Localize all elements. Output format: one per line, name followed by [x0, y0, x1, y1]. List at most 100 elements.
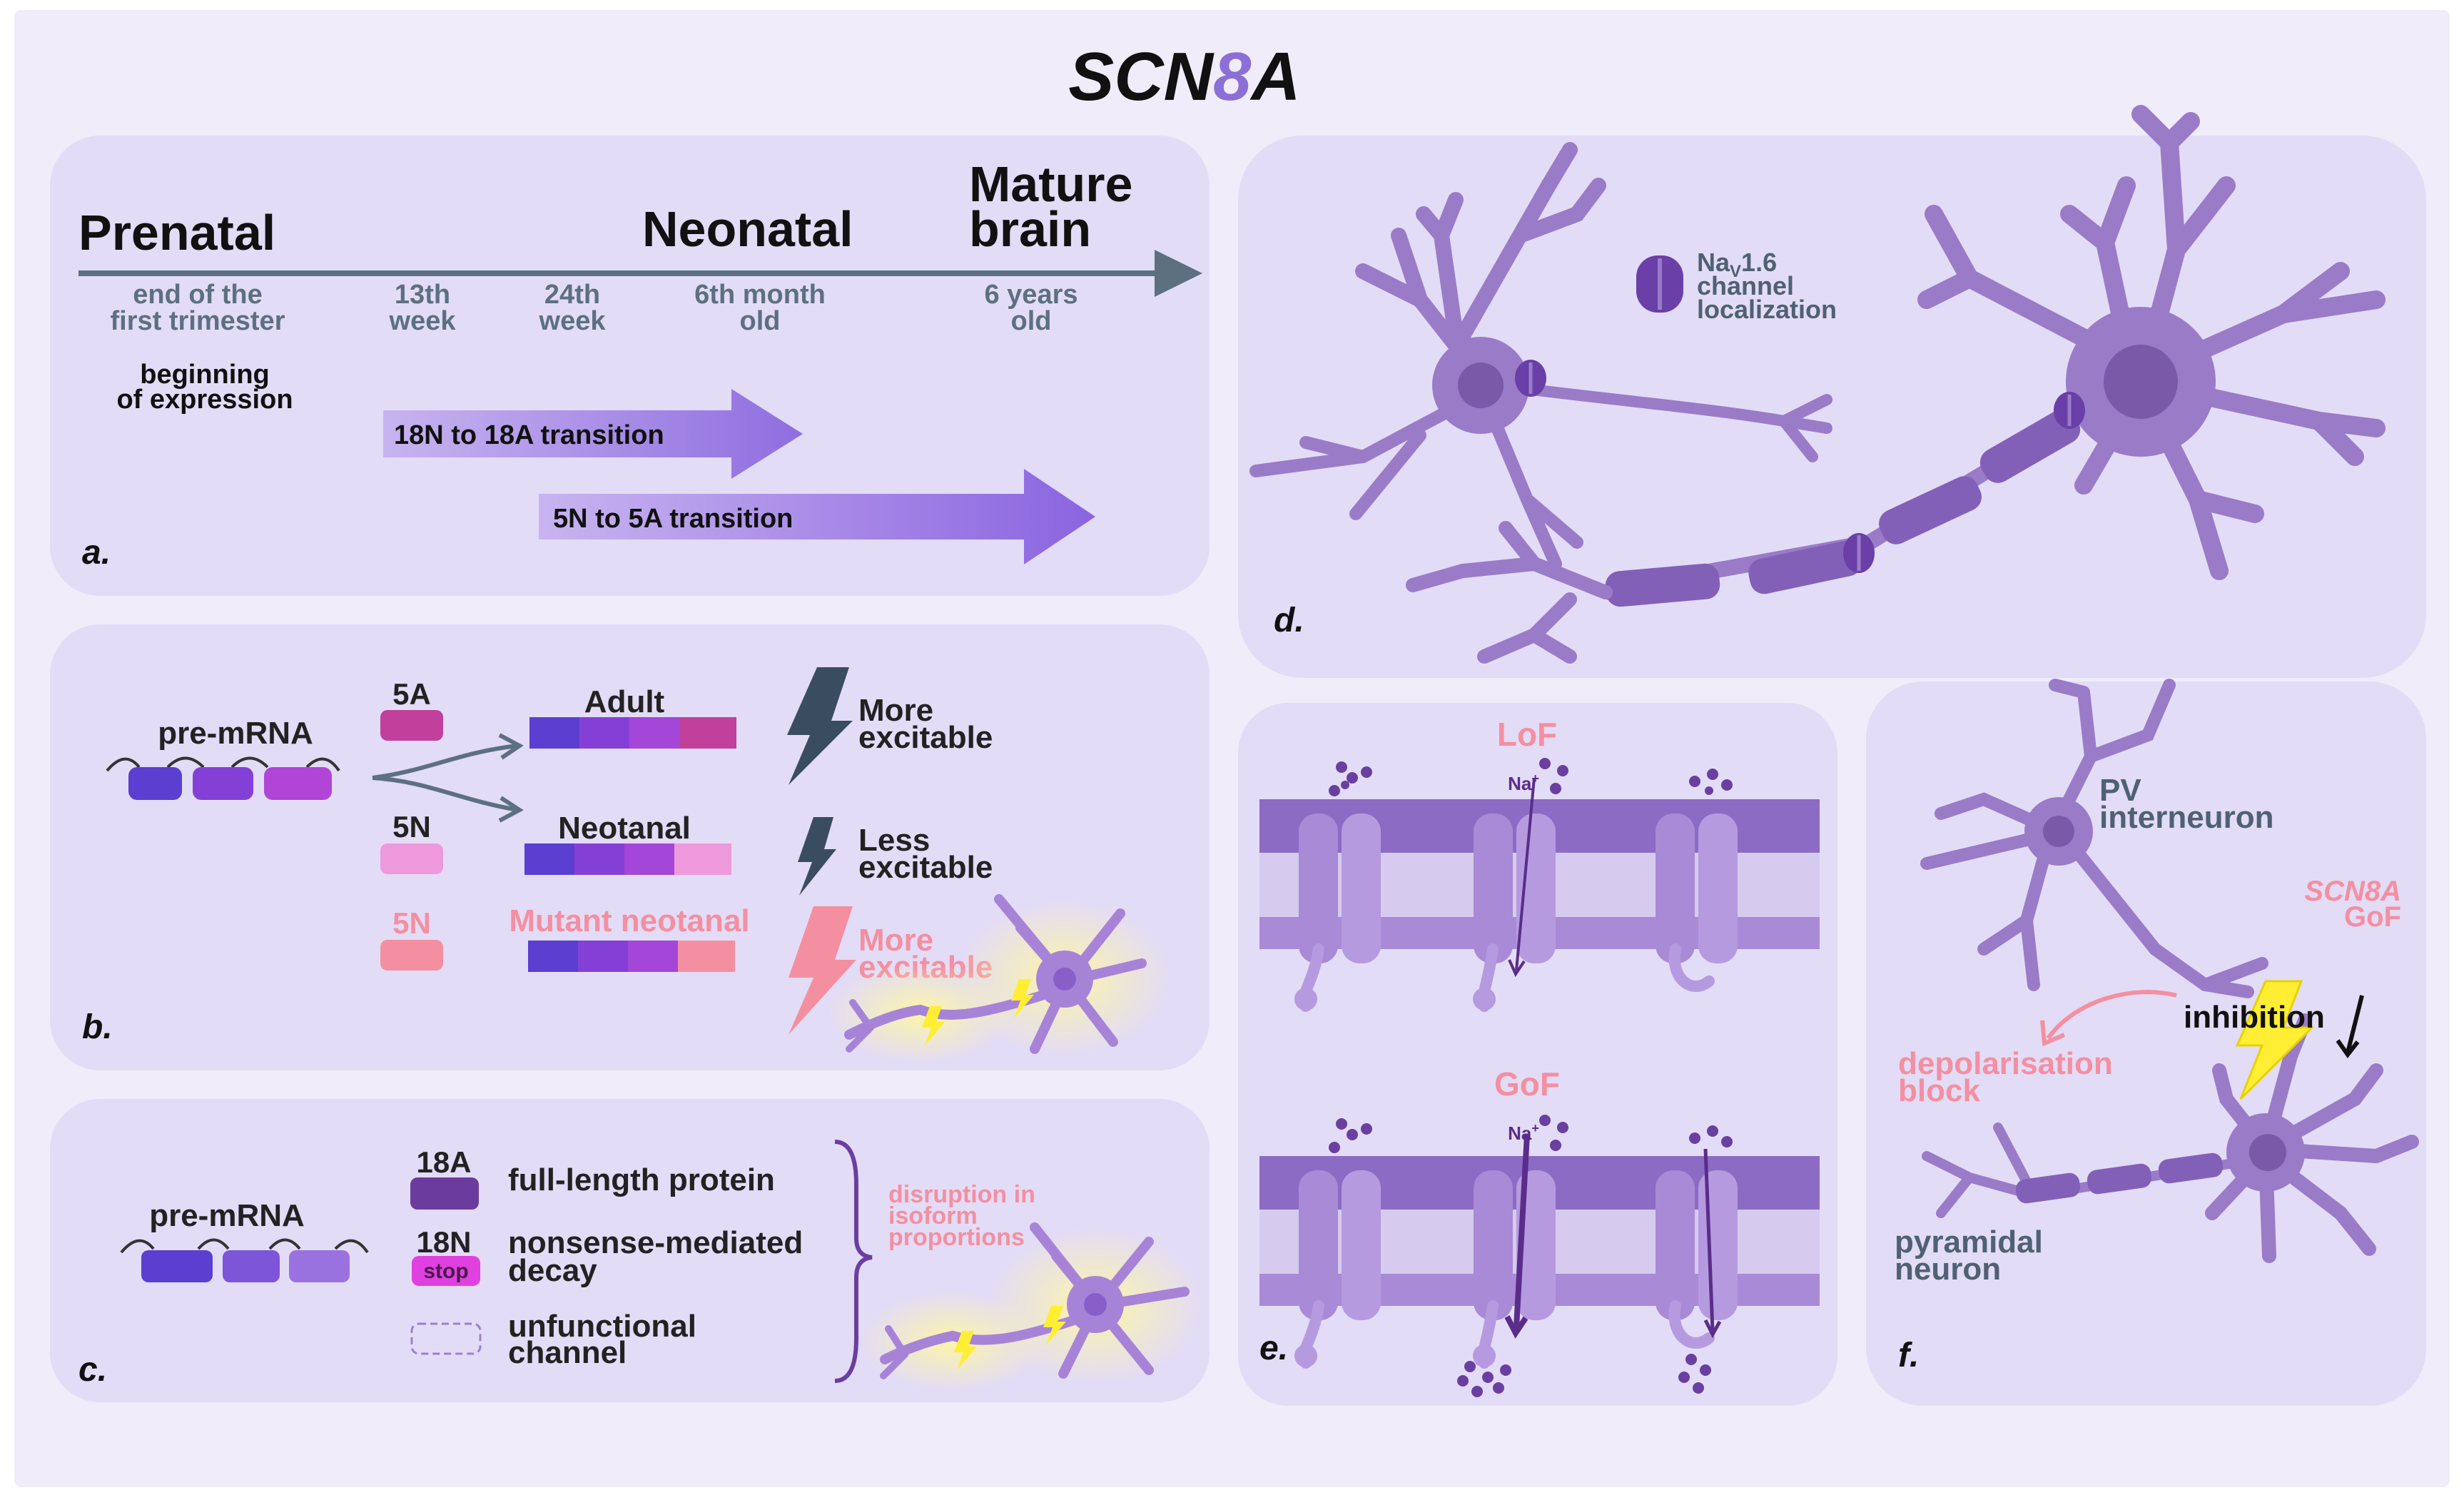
b-pre-mrna-label: pre-mRNA [158, 716, 313, 751]
b-adult-label: Adult [584, 684, 665, 719]
f-depol-line1: depolarisation [1898, 1046, 2113, 1081]
d-right-neuron [1917, 105, 2386, 580]
e-gof-na: Na+ [1508, 1121, 1539, 1144]
c-exon-18a-label: 18A [416, 1145, 471, 1179]
tick-4-line2: old [740, 306, 781, 336]
stage-prenatal: Prenatal [78, 205, 275, 260]
panel-a: Prenatal Neonatal Mature brain end of th… [50, 136, 1210, 596]
c-nmd-1: nonsense-mediated [508, 1225, 803, 1260]
e-gof-label: GoF [1494, 1065, 1560, 1103]
panel-e-label: e. [1259, 1329, 1288, 1367]
c-full-length: full-length protein [508, 1162, 775, 1197]
f-pv-nucleus [2043, 816, 2074, 847]
c-pre-mrna-label: pre-mRNA [149, 1198, 305, 1233]
panel-c: pre-mRNA 18A full-length protein 18N sto… [50, 1099, 1210, 1402]
d-channel-soma [1515, 360, 1546, 397]
f-inhibition-arrow [2346, 995, 2364, 1053]
b-neotanal-bar [524, 843, 731, 875]
tick-2-line1: 13th [395, 280, 450, 310]
panel-d-label: d. [1274, 602, 1304, 639]
b-neotanal-label: Neotanal [558, 811, 691, 846]
f-depol-line2: block [1898, 1073, 1980, 1108]
f-depol-arrow [2046, 990, 2177, 1040]
c-nmd-2: decay [508, 1253, 597, 1288]
c-disruption-1: disruption in [888, 1181, 1035, 1208]
f-myelin-2 [2087, 1163, 2152, 1195]
f-inhibition-label: inhibition [2184, 1000, 2325, 1035]
b-excited-neuron [828, 894, 1170, 1063]
b-exon-5n-mutant [380, 940, 443, 971]
panel-b: pre-mRNA 5A 5N 5N Adult Neot [50, 624, 1210, 1070]
panel-f: PV interneuron SCN8A GoF inhibition depo… [1866, 679, 2426, 1406]
b-adult-bar [529, 717, 736, 749]
e-lof-label: LoF [1497, 716, 1557, 753]
panel-c-label: c. [78, 1351, 107, 1389]
expression-line2: of expression [116, 385, 293, 415]
c-bracket [834, 1140, 873, 1383]
c-stop-label: stop [423, 1260, 468, 1283]
f-pyramidal-nucleus [2249, 1134, 2286, 1171]
tick-2-line2: week [389, 306, 457, 336]
stage-mature-line1: Mature [969, 156, 1132, 212]
b-pre-mrna [106, 756, 340, 800]
e-membrane-gof [1259, 1134, 1820, 1369]
tick-4-line1: 6th month [694, 280, 826, 310]
c-disruption-2: isoform [888, 1202, 978, 1230]
tick-3-line1: 24th [544, 280, 600, 310]
d-legend-channel-icon [1636, 255, 1683, 313]
transition-18-label: 18N to 18A transition [394, 420, 664, 450]
timeline-arrowhead [1155, 250, 1202, 297]
d-channel-node [1843, 533, 1875, 573]
c-unfunctional-channel [410, 1322, 482, 1355]
c-exon-18n-label: 18N [416, 1225, 471, 1259]
c-unfunctional-1: unfunctional [508, 1309, 696, 1344]
b-arrow-neotanal [372, 776, 518, 812]
c-excited-neuron [860, 1222, 1202, 1392]
f-pv-interneuron [1920, 679, 2268, 998]
e-gof-ions [1329, 1115, 1733, 1397]
tick-3-line2: week [539, 306, 607, 336]
e-lof-ions [1329, 758, 1733, 796]
figure-title: SCN8A [1068, 39, 1300, 115]
b-exon-5a [380, 710, 443, 741]
d-right-nucleus [2104, 345, 2178, 419]
b-mutant-label: Mutant neotanal [509, 903, 749, 938]
f-pv-line1: PV [2099, 773, 2141, 808]
transition-5-label: 5N to 5A transition [553, 504, 793, 534]
d-axon [1406, 409, 2081, 664]
arrow-18n-18a [383, 389, 803, 479]
arrow-5n-5a [539, 469, 1095, 564]
panel-d: NaV1.6 channel localization d. [1238, 105, 2426, 678]
b-exon-5n-label: 5N [392, 810, 431, 843]
f-pv-line2: interneuron [2099, 800, 2273, 835]
panel-a-background [50, 136, 1210, 596]
d-left-neuron [1249, 142, 1832, 570]
b-more-excitable-1: More [858, 693, 933, 728]
f-bolt [2235, 980, 2315, 1100]
d-legend-line3: localization [1697, 295, 1837, 324]
b-exon-5n [380, 843, 443, 874]
f-myelin-3 [2158, 1152, 2224, 1184]
f-pyramidal-line1: pyramidal [1895, 1225, 2043, 1260]
panel-f-label: f. [1898, 1337, 1919, 1374]
b-mutant-excitable-1: More [858, 923, 933, 958]
tick-1-line2: first trimester [111, 306, 285, 336]
f-pyramidal-line2: neuron [1895, 1252, 2001, 1287]
e-lof-na: Na+ [1508, 771, 1539, 794]
panel-a-label: a. [82, 534, 111, 572]
expression-line1: beginning [140, 360, 270, 390]
b-less-excitable-2: excitable [858, 850, 993, 885]
stage-neonatal: Neonatal [642, 201, 853, 257]
d-legend-line2: channel [1697, 271, 1794, 300]
c-exon-18n-stop [412, 1256, 480, 1286]
panel-e: LoF Na+ [1238, 703, 1837, 1406]
tick-5-line2: old [1011, 306, 1052, 336]
b-bolt-mutant [789, 906, 856, 1035]
tick-1-line1: end of the [133, 280, 263, 310]
b-mutant-bar [528, 941, 735, 972]
b-exon-5n-mutant-label: 5N [392, 906, 431, 940]
tick-5-line1: 6 years [984, 280, 1078, 310]
c-exon-18a [410, 1177, 479, 1210]
d-channel-axon-initial [2054, 392, 2085, 429]
